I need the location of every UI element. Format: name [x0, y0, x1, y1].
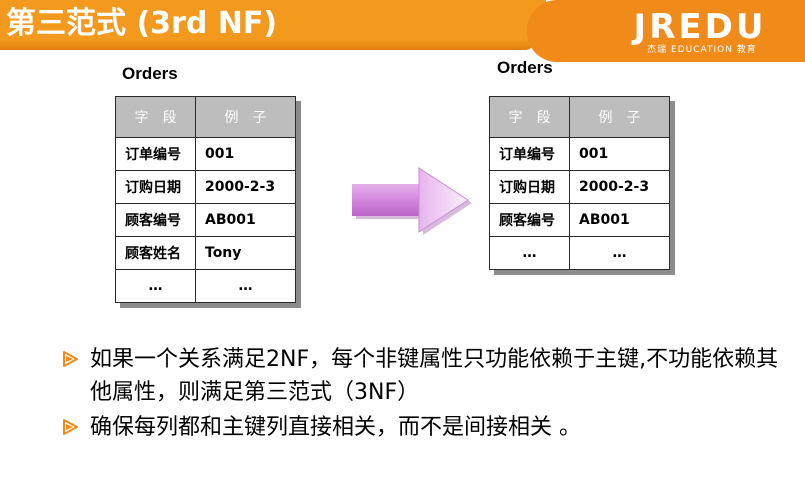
logo-text: JREDU	[633, 7, 767, 47]
table-row: 订单编号 001	[489, 137, 670, 171]
table-header-row: 字段 例子	[115, 96, 296, 138]
field-cell: 顾客编号	[489, 203, 570, 237]
logo-banner	[527, 0, 805, 62]
header-example: 例子	[569, 96, 670, 138]
field-cell: 顾客编号	[115, 203, 196, 237]
field-cell: 顾客姓名	[115, 236, 196, 270]
field-cell: …	[489, 236, 570, 270]
table-row: 顾客编号 AB001	[489, 203, 670, 237]
value-cell: …	[569, 236, 670, 270]
table-row: … …	[489, 236, 670, 270]
title-banner-shade	[0, 40, 535, 50]
field-cell: …	[115, 269, 196, 303]
logo-subtitle: 杰瑞 EDUCATION 教育	[647, 45, 757, 55]
bullet-list: 如果一个关系满足2NF，每个非键属性只功能依赖于主键,不功能依赖其他属性，则满足…	[62, 343, 782, 446]
triangle-bullet-icon	[63, 351, 78, 367]
field-cell: 订购日期	[489, 170, 570, 204]
table-row: 顾客编号 AB001	[115, 203, 296, 237]
triangle-bullet-icon	[63, 419, 78, 435]
value-cell: 2000-2-3	[569, 170, 670, 204]
value-cell: 001	[195, 137, 296, 171]
left-table-caption: Orders	[122, 64, 178, 83]
header-field: 字段	[489, 96, 570, 138]
table-row: 顾客姓名 Tony	[115, 236, 296, 270]
table-row: 订单编号 001	[115, 137, 296, 171]
left-orders-table: 字段 例子 订单编号 001 订购日期 2000-2-3 顾客编号 AB001 …	[115, 96, 296, 303]
bullet-item: 确保每列都和主键列直接相关，而不是间接相关 。	[62, 411, 782, 444]
field-cell: 订单编号	[489, 137, 570, 171]
table-row: 订购日期 2000-2-3	[489, 170, 670, 204]
bullet-text: 确保每列都和主键列直接相关，而不是间接相关 。	[90, 415, 581, 440]
bullet-text: 如果一个关系满足2NF，每个非键属性只功能依赖于主键,不功能依赖其他属性，则满足…	[90, 347, 779, 405]
value-cell: AB001	[195, 203, 296, 237]
header-example: 例子	[195, 96, 296, 138]
bullet-item: 如果一个关系满足2NF，每个非键属性只功能依赖于主键,不功能依赖其他属性，则满足…	[62, 343, 782, 409]
page-title: 第三范式 (3rd NF)	[6, 6, 278, 41]
header-field: 字段	[115, 96, 196, 138]
value-cell: 001	[569, 137, 670, 171]
table-header-row: 字段 例子	[489, 96, 670, 138]
value-cell: …	[195, 269, 296, 303]
table-row: 订购日期 2000-2-3	[115, 170, 296, 204]
right-arrow-icon	[352, 167, 472, 235]
right-table-caption: Orders	[497, 58, 553, 77]
right-orders-table: 字段 例子 订单编号 001 订购日期 2000-2-3 顾客编号 AB001 …	[489, 96, 670, 270]
field-cell: 订单编号	[115, 137, 196, 171]
value-cell: 2000-2-3	[195, 170, 296, 204]
field-cell: 订购日期	[115, 170, 196, 204]
value-cell: AB001	[569, 203, 670, 237]
table-row: … …	[115, 269, 296, 303]
value-cell: Tony	[195, 236, 296, 270]
